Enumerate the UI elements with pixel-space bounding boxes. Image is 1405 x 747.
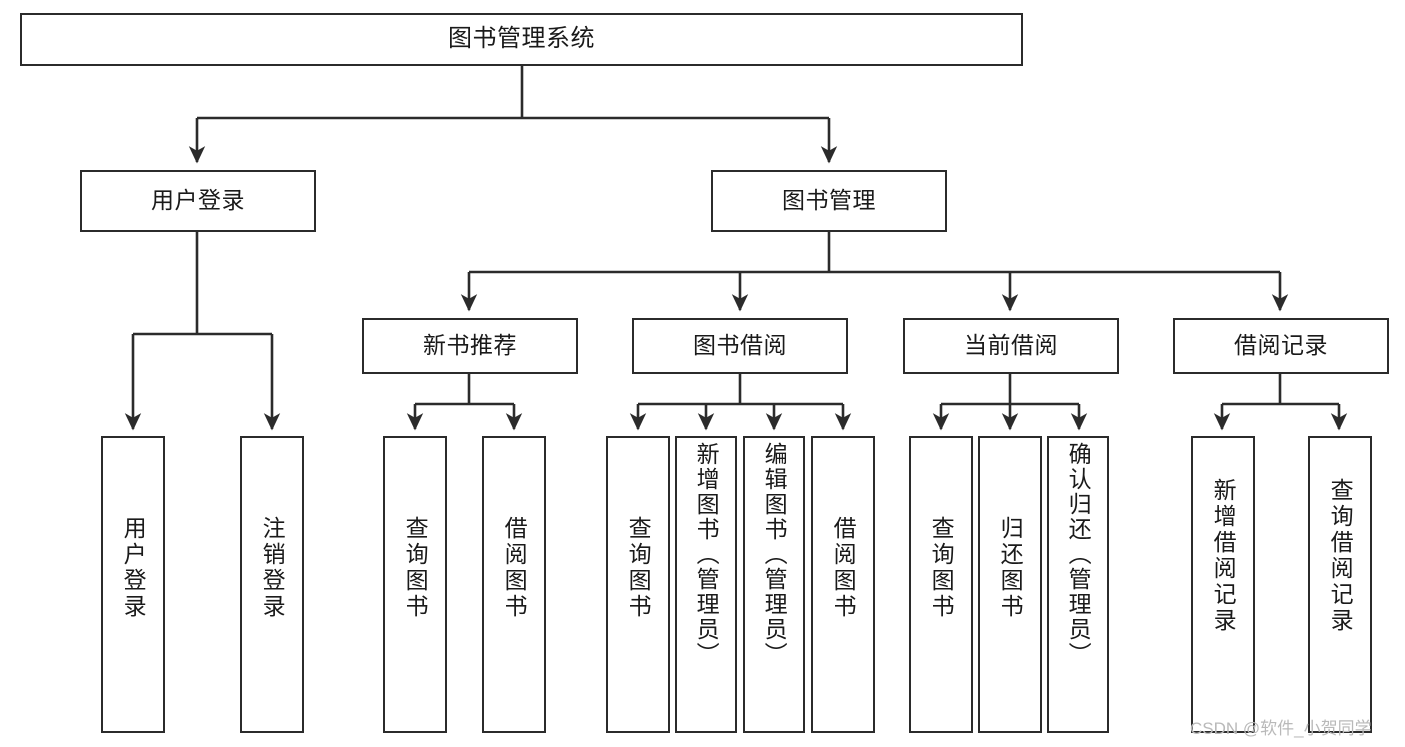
- leaf-edit-book-label: 编辑图书（管理员）: [761, 442, 788, 667]
- leaf-add-book-label: 新增图书（管理员）: [693, 442, 720, 667]
- leaf-return-book[interactable]: 归还图书: [978, 436, 1042, 733]
- leaf-user-login-label: 用户登录: [120, 516, 147, 620]
- node-book-manage-label: 图书管理: [782, 187, 876, 214]
- leaf-add-book[interactable]: 新增图书（管理员）: [675, 436, 737, 733]
- node-book-borrow[interactable]: 图书借阅: [632, 318, 848, 374]
- leaf-logout[interactable]: 注销登录: [240, 436, 304, 733]
- leaf-add-record[interactable]: 新增借阅记录: [1191, 436, 1255, 733]
- leaf-query-book-2[interactable]: 查询图书: [606, 436, 670, 733]
- leaf-borrow-book-2[interactable]: 借阅图书: [811, 436, 875, 733]
- leaf-query-record-label: 查询借阅记录: [1327, 478, 1354, 634]
- leaf-query-book-3[interactable]: 查询图书: [909, 436, 973, 733]
- leaf-borrow-book-2-label: 借阅图书: [830, 516, 857, 620]
- node-borrow-record-label: 借阅记录: [1234, 332, 1328, 359]
- leaf-return-book-label: 归还图书: [997, 516, 1024, 620]
- leaf-edit-book[interactable]: 编辑图书（管理员）: [743, 436, 805, 733]
- leaf-query-book-2-label: 查询图书: [625, 516, 652, 620]
- node-book-borrow-label: 图书借阅: [693, 332, 787, 359]
- leaf-add-record-label: 新增借阅记录: [1210, 478, 1237, 634]
- leaf-user-login[interactable]: 用户登录: [101, 436, 165, 733]
- node-new-book-rec[interactable]: 新书推荐: [362, 318, 578, 374]
- leaf-borrow-book-1-label: 借阅图书: [501, 516, 528, 620]
- leaf-confirm-return[interactable]: 确认归还（管理员）: [1047, 436, 1109, 733]
- leaf-borrow-book-1[interactable]: 借阅图书: [482, 436, 546, 733]
- node-current-borrow[interactable]: 当前借阅: [903, 318, 1119, 374]
- node-new-book-rec-label: 新书推荐: [423, 332, 517, 359]
- node-root[interactable]: 图书管理系统: [20, 13, 1023, 66]
- node-book-manage[interactable]: 图书管理: [711, 170, 947, 232]
- leaf-confirm-return-label: 确认归还（管理员）: [1065, 442, 1092, 667]
- leaf-query-record[interactable]: 查询借阅记录: [1308, 436, 1372, 733]
- node-current-borrow-label: 当前借阅: [964, 332, 1058, 359]
- leaf-query-book-1[interactable]: 查询图书: [383, 436, 447, 733]
- node-borrow-record[interactable]: 借阅记录: [1173, 318, 1389, 374]
- node-user-login-label: 用户登录: [151, 187, 245, 214]
- watermark: CSDN @软件_小贺同学: [1190, 719, 1372, 738]
- node-user-login[interactable]: 用户登录: [80, 170, 316, 232]
- leaf-query-book-3-label: 查询图书: [928, 516, 955, 620]
- node-root-label: 图书管理系统: [448, 25, 595, 53]
- leaf-query-book-1-label: 查询图书: [402, 516, 429, 620]
- leaf-logout-label: 注销登录: [259, 516, 286, 620]
